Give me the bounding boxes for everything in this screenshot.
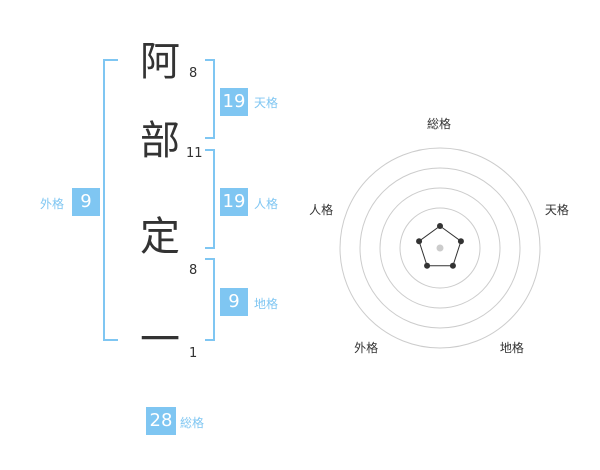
soukaku-label: 総格 [180, 416, 205, 430]
bracket-chikaku [205, 258, 215, 341]
radar-ring [359, 167, 521, 329]
radar-axis-label: 外格 [354, 341, 379, 356]
stroke-count-4: 1 [189, 346, 198, 361]
gaikaku-label: 外格 [40, 197, 65, 211]
stroke-count-2: 11 [186, 146, 203, 161]
name-char-4: 一 [140, 317, 180, 363]
bracket-tenkaku [205, 59, 215, 139]
radar-ring [379, 187, 501, 309]
radar-point-1 [437, 223, 443, 229]
radar-axis-label: 人格 [309, 202, 334, 217]
bracket-jinkaku [205, 149, 215, 249]
radar-center-dot [436, 244, 444, 252]
radar-point-2 [457, 238, 464, 245]
jinkaku-label: 人格 [254, 197, 279, 211]
radar-axis-label: 地格 [499, 341, 524, 356]
chikaku-label: 地格 [254, 297, 279, 311]
name-char-2: 部 [140, 118, 180, 164]
radar-ring [339, 147, 541, 349]
radar-axis-label: 総格 [427, 117, 452, 131]
stroke-count-3: 8 [189, 263, 198, 278]
chikaku-badge: 9 [220, 288, 248, 316]
jinkaku-badge: 19 [220, 188, 248, 216]
radar-point-3 [449, 262, 456, 269]
name-char-1: 阿 [140, 39, 180, 85]
radar-point-5 [416, 238, 423, 245]
stroke-count-1: 8 [189, 66, 198, 81]
name-char-3: 定 [140, 214, 180, 260]
radar-axis-label: 天格 [544, 202, 569, 217]
soukaku-badge: 28 [146, 407, 176, 435]
tenkaku-label: 天格 [254, 96, 279, 110]
radar-point-4 [424, 262, 431, 269]
radar-ring [399, 207, 481, 289]
gaikaku-badge: 9 [72, 188, 100, 216]
tenkaku-badge: 19 [220, 88, 248, 116]
bracket-gaikaku [103, 59, 118, 341]
